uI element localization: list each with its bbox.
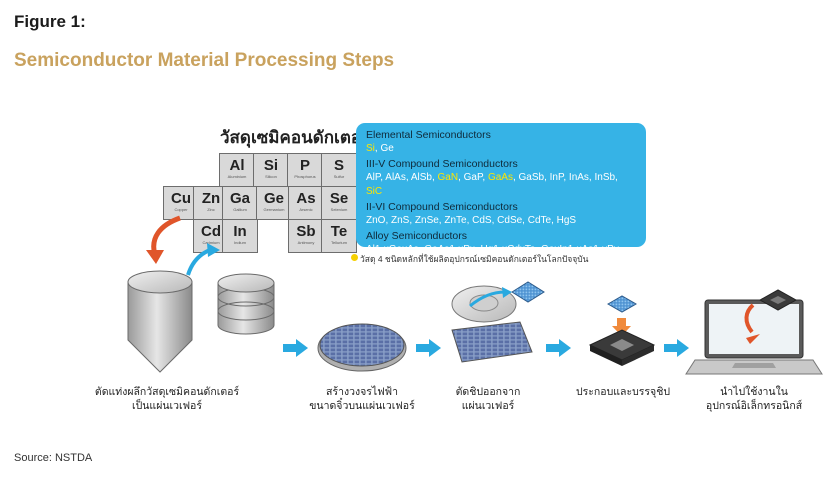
element-name: Indium [233,240,246,245]
blue-arrow-icon [416,339,441,357]
blue-arrow-icon [283,339,308,357]
caption-line: อุปกรณ์อิเล็กทรอนิกส์ [705,400,803,412]
laptop-icon [685,299,823,375]
element-symbol: Al [229,157,245,174]
highlight-si: Si [366,143,375,154]
step-3-caption: ตัดชิปออกจาก แผ่นเวเฟอร์ [413,385,563,413]
yellow-dot-icon [351,254,358,261]
chip-icon [758,289,798,311]
red-arrow-icon [744,303,760,344]
figure-title: Semiconductor Material Processing Steps [14,50,395,71]
element-symbol: P [299,157,310,174]
blue-arrow-icon [664,339,689,357]
iiiv-part-b: , GaP, [458,172,488,183]
alloy-list: Al1-xGaxAs, GaAs1-xPx, Hg1-xCdxTe, GaxIn… [366,244,619,255]
caption-line: เป็นแผ่นเวเฟอร์ [132,400,202,412]
wafer-stack-icon [217,273,275,335]
highlight-gaas: GaAs [487,172,513,183]
elemental-rest: , Ge [374,143,394,154]
element-cell-in: In Indium [222,219,258,253]
legend-note: วัสดุ 4 ชนิดหลักที่ใช้ผลิตอุปกรณ์เซมิคอน… [360,254,589,264]
element-symbol: Zn [201,190,221,207]
caption-line: ประกอบและบรรจุชิป [575,386,670,398]
element-symbol: Si [263,157,279,174]
element-symbol: Te [330,223,348,240]
element-cell-se: Se Selenium [321,186,357,220]
element-symbol: As [296,190,316,207]
wafer-cutting-icon [451,285,533,363]
chip-icon [511,281,545,303]
iiiv-part-c: , GaSb, InP, InAs, InSb, [512,172,618,183]
patterned-wafer-icon [317,323,407,372]
element-symbol: Cu [171,190,191,207]
element-symbol: Se [329,190,349,207]
semiconductor-materials-heading: วัสดุเซมิคอนดักเตอร์ [220,128,371,147]
iiiv-heading: III-V Compound Semiconductors [366,158,518,170]
element-name: Gallium [233,207,247,212]
highlight-gan: GaN [437,172,459,183]
element-cell-ga: Ga Gallium [222,186,258,220]
blue-arrow-icon [546,339,571,357]
caption-line: ตัดแท่งผลึกวัสดุเซมิคอนดักเตอร์ [94,386,240,398]
step-2-caption: สร้างวงจรไฟฟ้า ขนาดจิ๋วบนแผ่นเวเฟอร์ [287,385,437,413]
element-name: Arsenic [299,207,313,212]
element-symbol: Ge [263,190,284,207]
element-name: Cadmium [202,240,220,245]
elemental-heading: Elemental Semiconductors [366,129,491,141]
element-name: Germanium [263,207,285,212]
element-cell-ge: Ge Germanium [256,186,292,220]
iiiv-part-a: AlP, AlAs, AlSb, [366,172,438,183]
caption-line: นำไปใช้งานใน [720,386,788,398]
elemental-list: Si, Ge [366,142,636,156]
caption-line: ตัดชิปออกจาก [455,386,521,398]
highlight-sic: SiC [366,186,383,197]
element-symbol: S [333,157,344,174]
step-5-caption: นำไปใช้งานใน อุปกรณ์อิเล็กทรอนิกส์ [679,385,829,413]
element-cell-si: Si Silicon [253,153,289,187]
element-symbol: Sb [296,223,316,240]
red-arrow-icon [146,215,181,264]
element-name: Zinc [207,207,215,212]
caption-line: ขนาดจิ๋วบนแผ่นเวเฟอร์ [309,400,415,412]
element-name: Phosphorus [294,174,316,179]
blue-curved-arrow-icon [186,243,220,276]
semiconductor-types-box: Elemental Semiconductors Si, Ge III-V Co… [356,123,646,255]
element-symbol: Cd [201,223,221,240]
element-symbol: Ga [229,190,250,207]
element-symbol: In [233,223,247,240]
iiiv-list: AlP, AlAs, AlSb, GaN, GaP, GaAs, GaSb, I… [366,171,636,199]
element-name: Selenium [330,207,348,212]
alloy-heading: Alloy Semiconductors [366,230,467,242]
element-cell-sb: Sb Antimony [288,219,324,253]
iivi-heading: II-VI Compound Semiconductors [366,201,518,213]
crystal-ingot-icon [127,270,193,373]
element-name: Sulfur [333,174,345,179]
element-name: Silicon [265,174,277,179]
figure-label: Figure 1: [14,12,86,31]
iivi-list: ZnO, ZnS, ZnSe, ZnTe, CdS, CdSe, CdTe, H… [366,215,577,226]
element-name: Copper [174,207,188,212]
element-cell-as: As Arsenic [288,186,324,220]
step-4-caption: ประกอบและบรรจุชิป [548,385,698,399]
element-name: Tellurium [330,240,347,245]
element-cell-te: Te Tellurium [321,219,357,253]
element-name: Antimony [297,240,315,245]
caption-line: แผ่นเวเฟอร์ [461,400,515,412]
caption-line: สร้างวงจรไฟฟ้า [326,386,398,398]
element-cell-al: Al Aluminium [219,153,255,187]
source-note: Source: NSTDA [14,452,93,464]
chip-packaging-icon [588,295,656,366]
element-name: Aluminium [227,174,247,179]
step-1-caption: ตัดแท่งผลึกวัสดุเซมิคอนดักเตอร์ เป็นแผ่น… [92,385,242,413]
